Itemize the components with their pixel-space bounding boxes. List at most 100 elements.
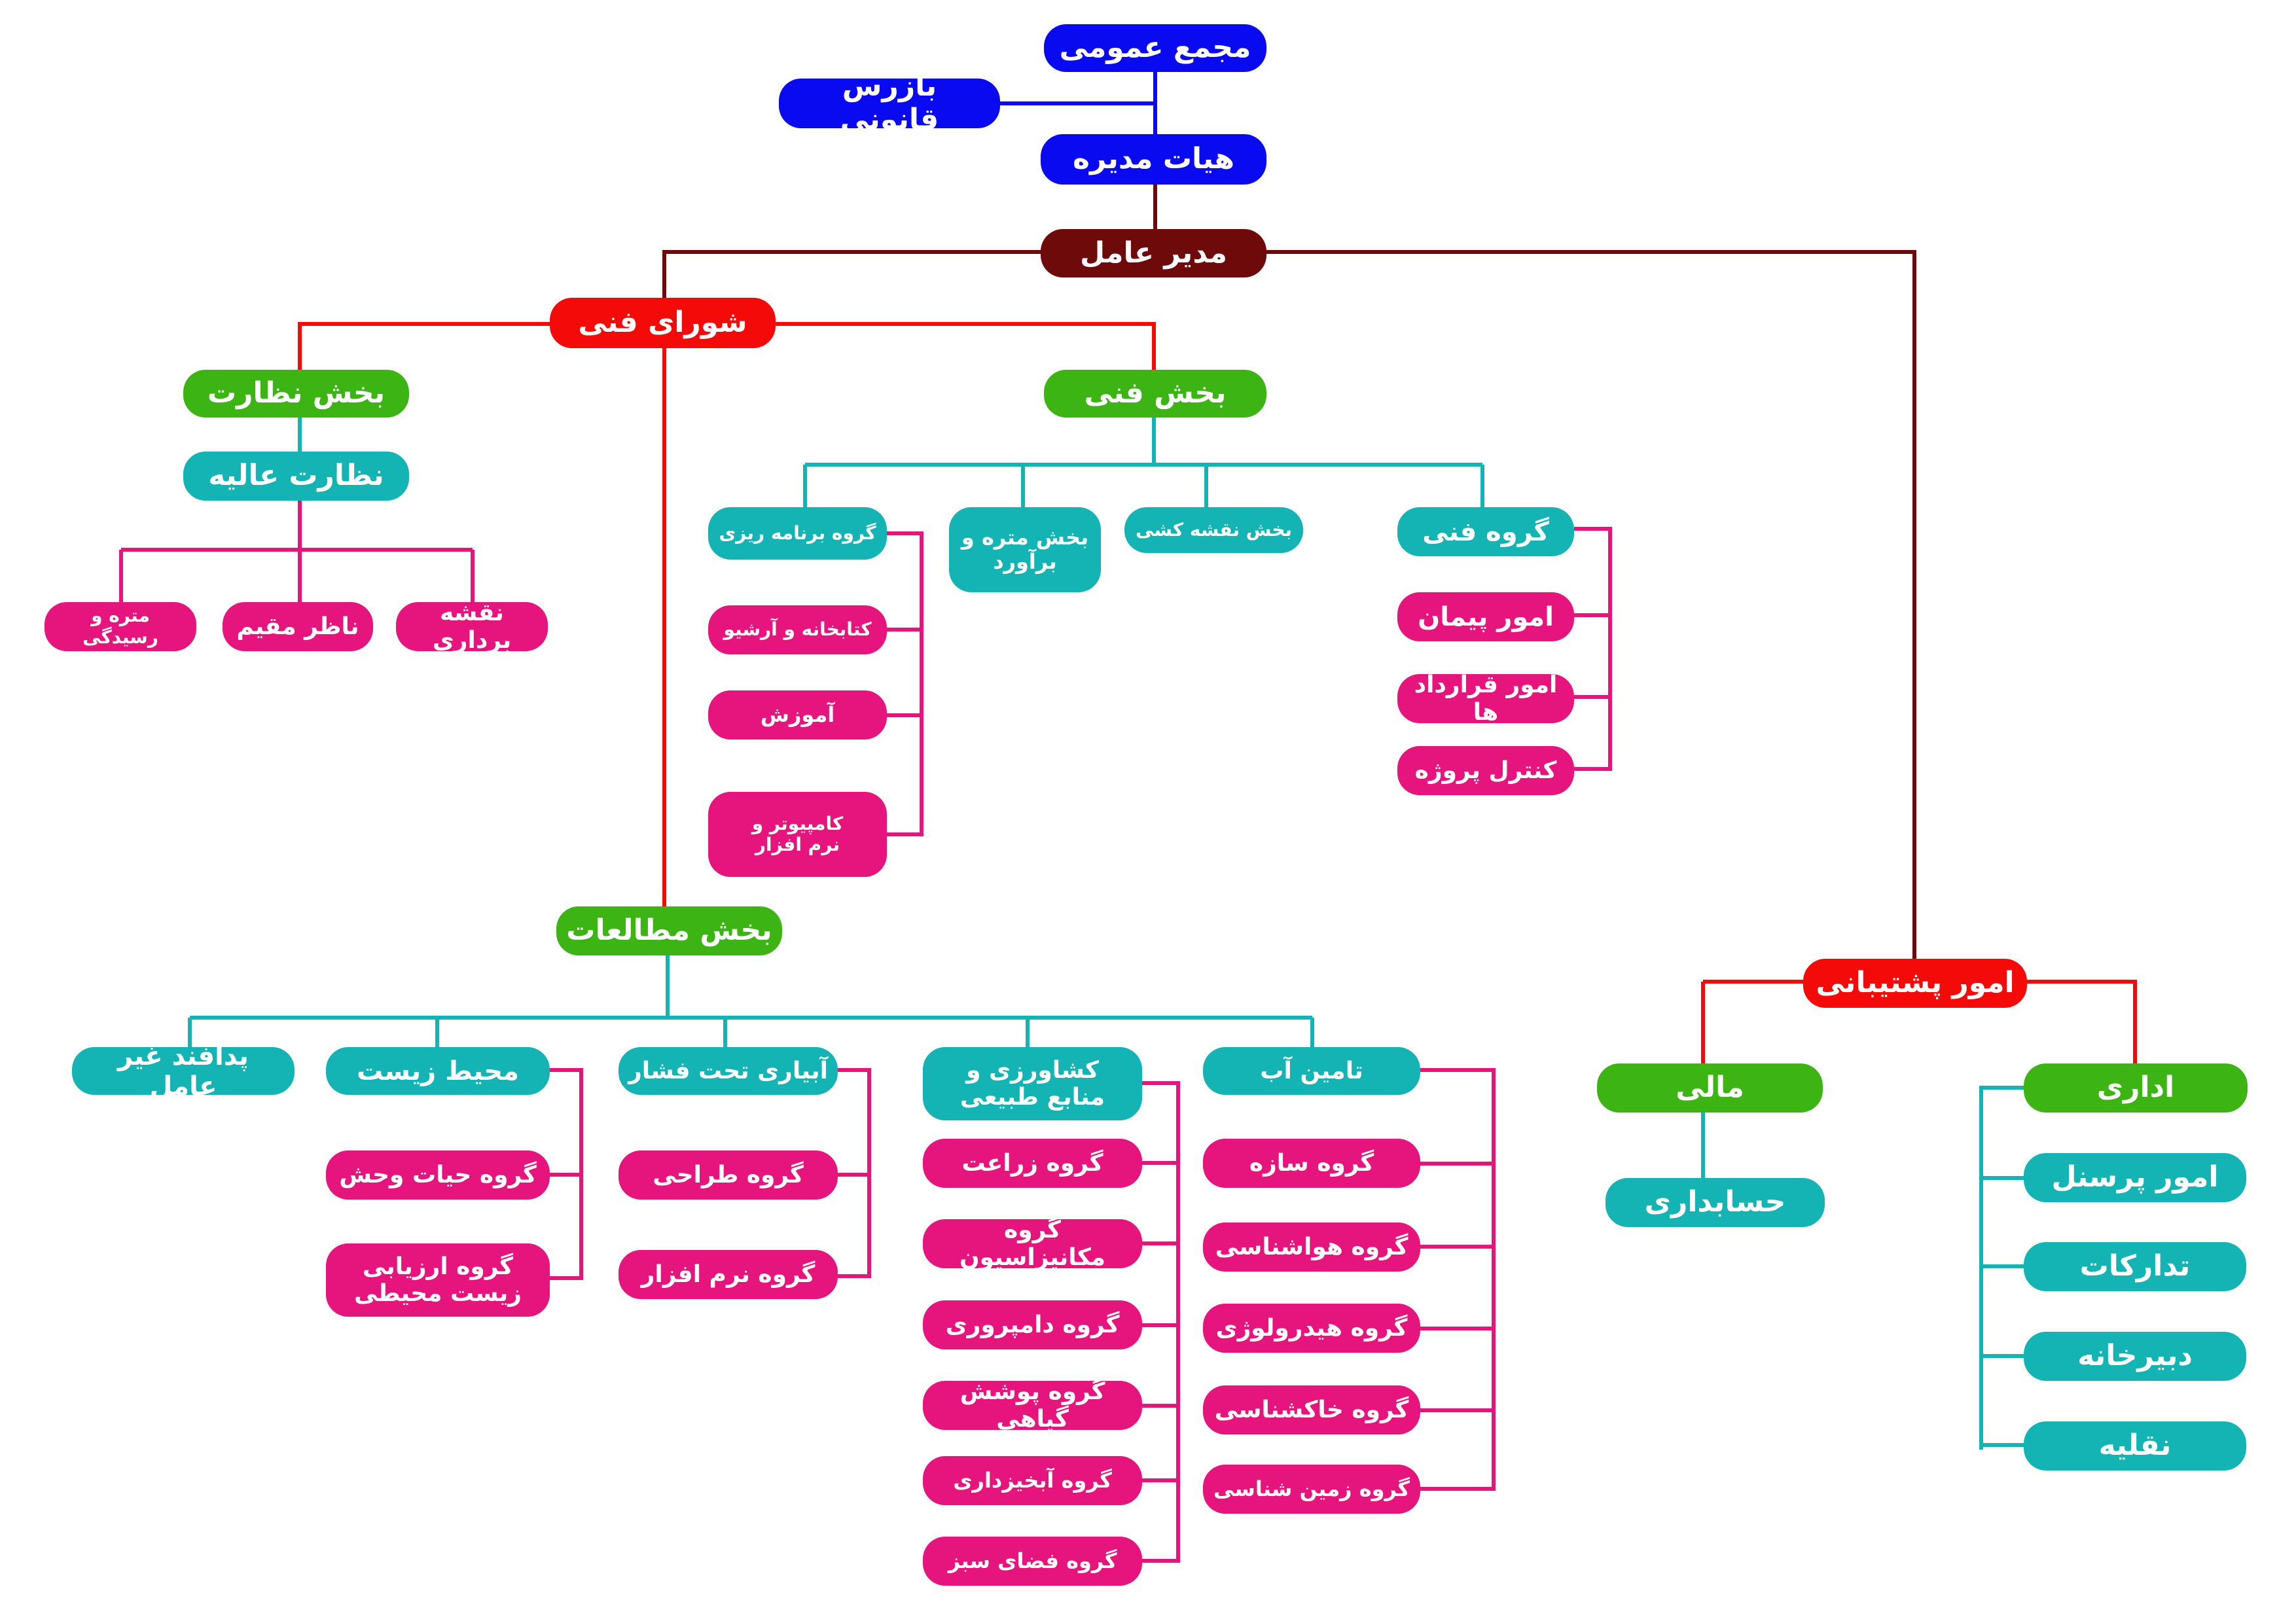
soil-science-group-box[interactable]: گروه خاکشناسی xyxy=(1203,1385,1420,1435)
procurement-box[interactable]: تدارکات xyxy=(2024,1242,2246,1291)
metering-estimation-box[interactable]: بخش متره و برآورد xyxy=(949,507,1101,592)
library-archive-box[interactable]: کتابخانه و آرشیو xyxy=(708,605,887,654)
administrative-box[interactable]: اداری xyxy=(2024,1063,2248,1113)
resident-supervisor-box[interactable]: ناظر مقیم xyxy=(223,602,373,651)
group-connectors xyxy=(119,501,1612,1563)
mechanization-group-box[interactable]: گروه مکانیزاسیون xyxy=(923,1217,1142,1271)
line-council-supervision xyxy=(298,322,553,370)
general-assembly-box[interactable]: مجمع عمومی xyxy=(1044,24,1266,72)
board-connectors xyxy=(995,72,1157,139)
geology-group-box[interactable]: گروه زمین شناسی xyxy=(1203,1465,1420,1514)
hydrology-group-box[interactable]: گروه هیدرولوژی xyxy=(1203,1304,1420,1353)
vegetation-group-box[interactable]: گروه پوشش گیاهی xyxy=(923,1378,1142,1433)
agriculture-resources-label: کشاورزی و منابع طبیعی xyxy=(960,1056,1105,1111)
metering-review-box[interactable]: متره و رسیدگی xyxy=(45,602,196,651)
high-supervision-box[interactable]: نظارت عالیه xyxy=(183,452,409,501)
line-studies-bus xyxy=(188,955,1314,1047)
water-supply-label: تامین آب xyxy=(1260,1057,1363,1084)
financial-box[interactable]: مالی xyxy=(1597,1063,1823,1113)
soil-science-group-label: گروه خاکشناسی xyxy=(1214,1396,1409,1423)
drawing-section-box[interactable]: بخش نقشه کشی xyxy=(1124,507,1303,553)
studies-section-box[interactable]: بخش مطالعات xyxy=(556,906,782,955)
secretariat-box[interactable]: دبیرخانه xyxy=(2024,1332,2246,1381)
planning-group-box[interactable]: گروه برنامه ریزی xyxy=(708,507,887,560)
metering-review-label: متره و رسیدگی xyxy=(82,605,158,648)
wildlife-group-box[interactable]: گروه حیات وحش xyxy=(326,1150,550,1200)
support-affairs-label: امور پشتیبانی xyxy=(1816,966,2015,1000)
computer-software-box[interactable]: کامپیوتر و نرم افزار xyxy=(708,792,887,877)
watershed-group-box[interactable]: گروه آبخیزداری xyxy=(923,1456,1142,1505)
line-admin-bus xyxy=(1979,1086,2024,1450)
transportation-box[interactable]: نقلیه xyxy=(2024,1421,2246,1471)
green-space-group-label: گروه فضای سبز xyxy=(948,1548,1117,1574)
technical-section-label: بخش فنی xyxy=(1084,376,1227,410)
surveying-label: نقشه برداری xyxy=(432,599,512,654)
accounting-label: حسابداری xyxy=(1644,1185,1786,1219)
wildlife-group-label: گروه حیات وحش xyxy=(339,1161,537,1188)
design-group-label: گروه طراحی xyxy=(653,1161,804,1188)
pressurized-irrigation-label: آبیاری تحت فشار xyxy=(628,1057,828,1084)
software-group-label: گروه نرم افزار xyxy=(641,1260,816,1288)
environment-label: محیط زیست xyxy=(357,1056,519,1086)
contract-affairs-box[interactable]: امور پیمان xyxy=(1397,592,1574,641)
technical-group-box[interactable]: گروه فنی xyxy=(1397,507,1574,556)
agriculture-resources-box[interactable]: کشاورزی و منابع طبیعی xyxy=(923,1047,1142,1120)
personnel-affairs-box[interactable]: امور پرسنل xyxy=(2024,1153,2246,1202)
computer-software-label: کامپیوتر و نرم افزار xyxy=(751,812,844,855)
pressurized-irrigation-box[interactable]: آبیاری تحت فشار xyxy=(619,1047,838,1095)
line-ceo-support xyxy=(1266,250,1916,959)
transportation-label: نقلیه xyxy=(2098,1429,2172,1463)
green-space-group-box[interactable]: گروه فضای سبز xyxy=(923,1537,1142,1586)
technical-section-box[interactable]: بخش فنی xyxy=(1044,370,1266,418)
metering-estimation-label: بخش متره و برآورد xyxy=(961,525,1089,574)
livestock-group-box[interactable]: گروه دامپروری xyxy=(923,1300,1142,1349)
line-water-bracket xyxy=(1420,1068,1496,1491)
water-supply-box[interactable]: تامین آب xyxy=(1203,1047,1420,1095)
line-high-supervision-bus xyxy=(119,501,475,603)
training-box[interactable]: آموزش xyxy=(708,690,887,740)
line-environment-bracket xyxy=(550,1068,583,1280)
personnel-affairs-label: امور پرسنل xyxy=(2051,1160,2219,1194)
accounting-box[interactable]: حسابداری xyxy=(1605,1178,1825,1227)
board-of-directors-box[interactable]: هیات مدیره xyxy=(1041,134,1266,185)
line-planning-bracket xyxy=(887,531,924,836)
surveying-box[interactable]: نقشه برداری xyxy=(396,599,548,654)
project-control-box[interactable]: کنترل پروژه xyxy=(1397,746,1574,795)
training-label: آموزش xyxy=(760,702,835,728)
support-affairs-box[interactable]: امور پشتیبانی xyxy=(1803,959,2027,1008)
resident-supervisor-label: ناظر مقیم xyxy=(236,613,359,640)
general-assembly-label: مجمع عمومی xyxy=(1059,31,1251,65)
ceo-connectors xyxy=(662,185,1916,959)
legal-inspector-box[interactable]: بازرس قانونی xyxy=(779,70,1000,136)
contracts-affairs-box[interactable]: امور قرارداد ها xyxy=(1397,671,1574,726)
supervision-section-box[interactable]: بخش نظارت xyxy=(183,370,409,418)
farming-group-box[interactable]: گروه زراعت xyxy=(923,1139,1142,1188)
design-group-box[interactable]: گروه طراحی xyxy=(619,1150,838,1200)
line-ceo-council xyxy=(662,250,1044,300)
livestock-group-label: گروه دامپروری xyxy=(945,1311,1120,1338)
environment-box[interactable]: محیط زیست xyxy=(326,1047,550,1095)
technical-council-box[interactable]: شورای فنی xyxy=(550,298,776,348)
line-technical-group-bracket xyxy=(1574,527,1612,771)
administrative-label: اداری xyxy=(2096,1071,2175,1105)
structure-group-box[interactable]: گروه سازه xyxy=(1203,1139,1420,1188)
passive-defense-box[interactable]: پدافند غیر عامل xyxy=(72,1041,295,1101)
software-group-box[interactable]: گروه نرم افزار xyxy=(619,1250,838,1299)
technical-group-label: گروه فنی xyxy=(1422,516,1549,547)
procurement-label: تدارکات xyxy=(2079,1249,2191,1283)
supervision-section-label: بخش نظارت xyxy=(207,376,386,410)
library-archive-label: کتابخانه و آرشیو xyxy=(723,618,872,641)
technical-council-label: شورای فنی xyxy=(578,306,747,340)
secretariat-label: دبیرخانه xyxy=(2077,1339,2193,1373)
board-of-directors-label: هیات مدیره xyxy=(1072,142,1235,176)
ceo-label: مدیر عامل xyxy=(1080,236,1227,270)
env-assessment-group-box[interactable]: گروه ارزیابی زیست محیطی xyxy=(326,1243,550,1317)
farming-group-label: گروه زراعت xyxy=(961,1149,1103,1177)
line-technical-bus xyxy=(803,418,1484,507)
meteorology-group-box[interactable]: گروه هواشناسی xyxy=(1203,1222,1420,1272)
ceo-box[interactable]: مدیر عامل xyxy=(1041,229,1266,277)
watershed-group-label: گروه آبخیزداری xyxy=(953,1468,1112,1493)
vegetation-group-label: گروه پوشش گیاهی xyxy=(960,1378,1105,1433)
line-irrigation-bracket xyxy=(838,1068,871,1278)
